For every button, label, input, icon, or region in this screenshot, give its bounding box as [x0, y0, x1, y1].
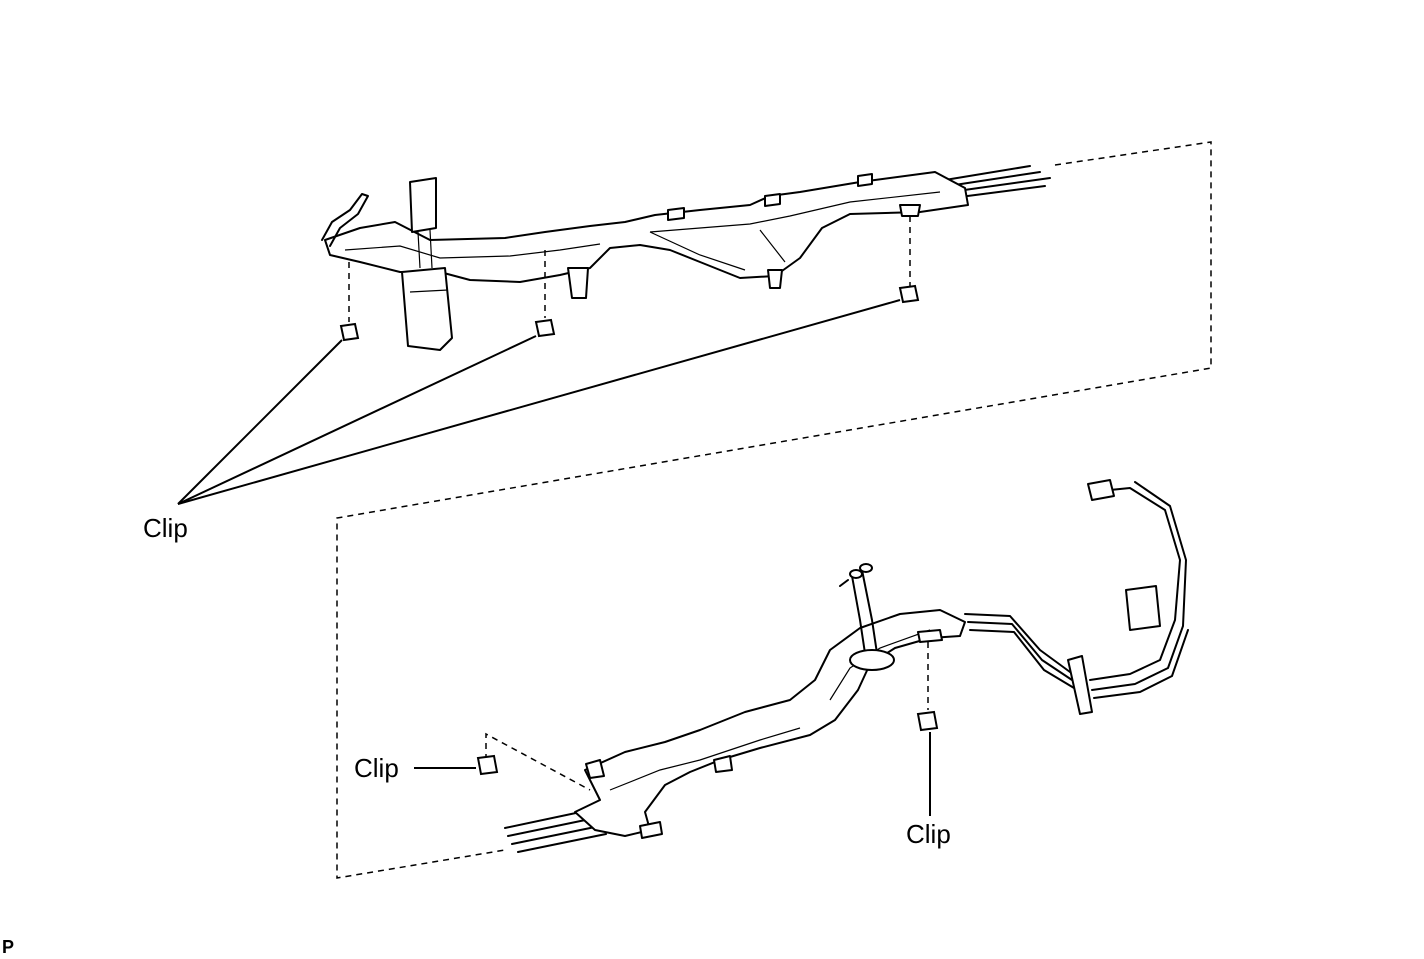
upper-clip-1	[339, 322, 360, 342]
dashed-reference-frame	[336, 141, 1212, 879]
upper-clip-leaders	[177, 299, 901, 505]
clip-label-upper: Clip	[143, 513, 188, 543]
lower-harness-protector	[485, 479, 1189, 853]
clip-label-lower-left: Clip	[354, 753, 399, 783]
upper-clip-3	[898, 284, 920, 304]
clip-label-lower-right: Clip	[906, 819, 951, 849]
upper-harness-protector	[321, 165, 1051, 351]
figure-code: P	[2, 937, 15, 957]
lower-clip-leaders	[414, 732, 931, 816]
lower-clip-right	[916, 710, 939, 732]
lower-clip-left	[476, 754, 499, 776]
upper-clip-2	[534, 318, 556, 338]
